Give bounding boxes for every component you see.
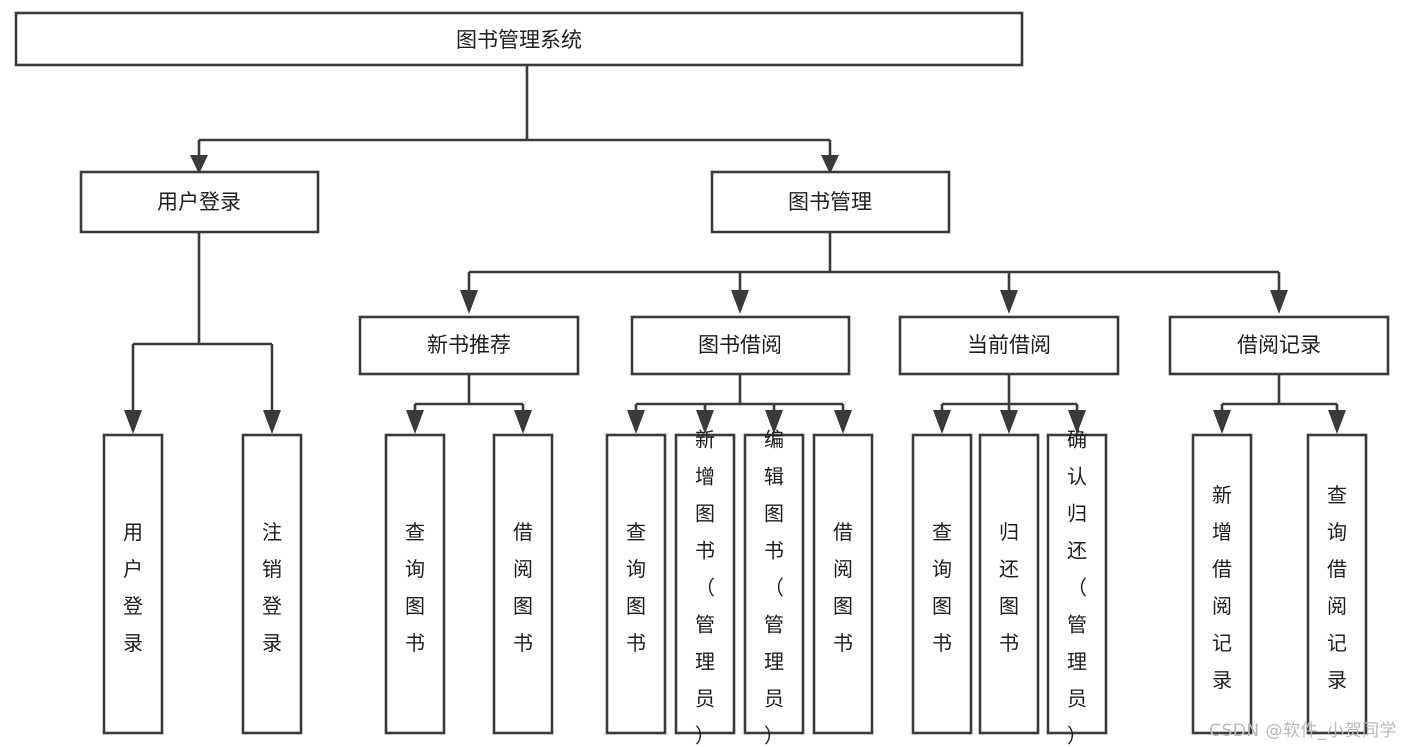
leaf-user-login-2[interactable]: 注销登录 bbox=[241, 433, 303, 735]
leaf-current-borrow-1-label: 查询图书 bbox=[932, 520, 952, 655]
node-user-login-box[interactable] bbox=[79, 170, 320, 234]
arrowhead-leaf-current-borrow-2 bbox=[1000, 410, 1018, 434]
arrowhead-book-manage bbox=[821, 155, 839, 174]
node-book-manage-box[interactable] bbox=[710, 170, 951, 234]
leaf-borrow-record-1-box[interactable] bbox=[1191, 433, 1253, 735]
arrowhead-leaf-book-borrow-1 bbox=[627, 410, 645, 434]
arrowhead-current-borrow bbox=[1000, 290, 1018, 314]
node-new-book-recommend-label: 新书推荐 bbox=[427, 333, 511, 357]
node-book-borrow-box[interactable] bbox=[630, 315, 851, 376]
leaf-borrow-record-1[interactable]: 新增借阅记录 bbox=[1191, 433, 1253, 735]
node-current-borrow-box[interactable] bbox=[898, 315, 1120, 376]
leaf-current-borrow-3-box[interactable] bbox=[1046, 433, 1108, 735]
leaf-new-book-2-box[interactable] bbox=[492, 433, 554, 735]
leaf-current-borrow-2-label: 归还图书 bbox=[999, 520, 1019, 655]
node-root[interactable]: 图书管理系统 bbox=[14, 11, 1024, 67]
arrowhead-leaf-borrow-record-1 bbox=[1213, 410, 1231, 434]
arrowhead-borrow-record bbox=[1270, 290, 1288, 314]
arrowhead-leaf-book-borrow-4 bbox=[834, 410, 852, 434]
leaf-current-borrow-1[interactable]: 查询图书 bbox=[911, 433, 973, 735]
leaf-borrow-record-2-label: 查询借阅记录 bbox=[1327, 483, 1347, 692]
leaf-current-borrow-3[interactable]: 确认归还（管理员） bbox=[1046, 427, 1108, 747]
node-book-manage[interactable]: 图书管理 bbox=[710, 170, 951, 234]
leaf-user-login-1[interactable]: 用户登录 bbox=[102, 433, 164, 735]
leaf-book-borrow-1[interactable]: 查询图书 bbox=[605, 433, 667, 735]
node-user-login[interactable]: 用户登录 bbox=[79, 170, 320, 234]
leaf-new-book-1-label: 查询图书 bbox=[405, 520, 425, 655]
leaf-user-login-1-label: 用户登录 bbox=[123, 520, 143, 655]
leaf-current-borrow-2[interactable]: 归还图书 bbox=[978, 433, 1040, 735]
node-borrow-record-label: 借阅记录 bbox=[1237, 333, 1321, 357]
arrowhead-leaf-new-book-2 bbox=[514, 410, 532, 434]
node-book-manage-label: 图书管理 bbox=[788, 190, 872, 214]
node-root-box[interactable] bbox=[14, 11, 1024, 67]
arrowhead-book-borrow bbox=[731, 290, 749, 314]
node-book-borrow-label: 图书借阅 bbox=[698, 333, 782, 357]
leaf-book-borrow-1-label: 查询图书 bbox=[626, 520, 646, 655]
node-current-borrow[interactable]: 当前借阅 bbox=[898, 315, 1120, 376]
leaf-current-borrow-3-label: 确认归还（管理员） bbox=[1067, 427, 1087, 747]
leaf-book-borrow-2-label: 新增图书（管理员） bbox=[695, 427, 715, 747]
node-borrow-record-box[interactable] bbox=[1168, 315, 1390, 376]
leaf-user-login-1-box[interactable] bbox=[102, 433, 164, 735]
leaf-new-book-2[interactable]: 借阅图书 bbox=[492, 433, 554, 735]
leaf-current-borrow-2-box[interactable] bbox=[978, 433, 1040, 735]
leaf-book-borrow-4[interactable]: 借阅图书 bbox=[812, 433, 874, 735]
leaf-book-borrow-3[interactable]: 编辑图书（管理员） bbox=[743, 427, 805, 747]
leaf-new-book-2-label: 借阅图书 bbox=[513, 520, 533, 655]
arrowhead-leaf-new-book-1 bbox=[406, 410, 424, 434]
leaf-borrow-record-2[interactable]: 查询借阅记录 bbox=[1306, 433, 1368, 735]
leaf-book-borrow-2-box[interactable] bbox=[674, 433, 736, 735]
leaf-borrow-record-1-label: 新增借阅记录 bbox=[1212, 483, 1232, 692]
arrowhead-user-login bbox=[190, 155, 208, 174]
arrowhead-leaf-book-borrow-3 bbox=[765, 410, 783, 434]
leaf-book-borrow-1-box[interactable] bbox=[605, 433, 667, 735]
node-root-label: 图书管理系统 bbox=[456, 28, 582, 52]
leaf-new-book-1-box[interactable] bbox=[384, 433, 446, 735]
arrowhead-leaf-user-login-1 bbox=[124, 410, 142, 434]
leaf-user-login-2-label: 注销登录 bbox=[262, 520, 282, 655]
node-new-book-recommend-box[interactable] bbox=[358, 315, 580, 376]
node-user-login-label: 用户登录 bbox=[157, 190, 241, 214]
arrowhead-new-book bbox=[460, 290, 478, 314]
node-borrow-record[interactable]: 借阅记录 bbox=[1168, 315, 1390, 376]
node-book-borrow[interactable]: 图书借阅 bbox=[630, 315, 851, 376]
leaf-book-borrow-4-box[interactable] bbox=[812, 433, 874, 735]
leaf-book-borrow-3-label: 编辑图书（管理员） bbox=[764, 427, 784, 747]
arrowhead-leaf-book-borrow-2 bbox=[696, 410, 714, 434]
arrowhead-leaf-current-borrow-3 bbox=[1068, 410, 1086, 434]
watermark-text: CSDN @软件_小贺同学 bbox=[1209, 721, 1397, 741]
leaf-book-borrow-2[interactable]: 新增图书（管理员） bbox=[674, 427, 736, 747]
leaf-current-borrow-1-box[interactable] bbox=[911, 433, 973, 735]
leaf-user-login-2-box[interactable] bbox=[241, 433, 303, 735]
arrowhead-leaf-user-login-2 bbox=[263, 410, 281, 434]
leaf-book-borrow-3-box[interactable] bbox=[743, 433, 805, 735]
connector-layer bbox=[124, 65, 1346, 434]
node-new-book-recommend[interactable]: 新书推荐 bbox=[358, 315, 580, 376]
leaf-borrow-record-2-box[interactable] bbox=[1306, 433, 1368, 735]
arrowhead-leaf-current-borrow-1 bbox=[933, 410, 951, 434]
leaf-book-borrow-4-label: 借阅图书 bbox=[833, 520, 853, 655]
leaf-new-book-1[interactable]: 查询图书 bbox=[384, 433, 446, 735]
arrowhead-leaf-borrow-record-2 bbox=[1328, 410, 1346, 434]
node-current-borrow-label: 当前借阅 bbox=[967, 333, 1051, 357]
